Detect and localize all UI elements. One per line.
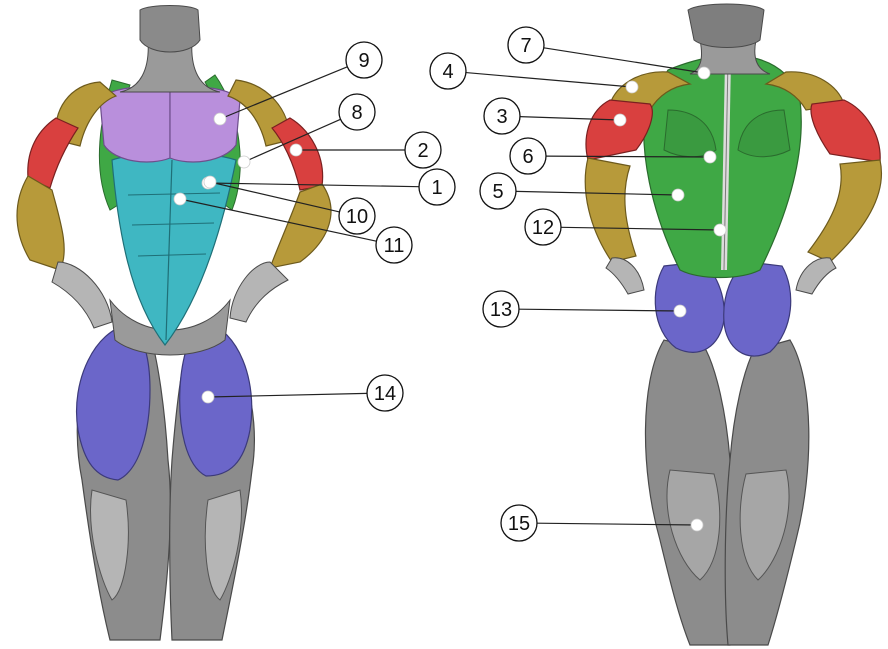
callout-marker-13 <box>674 305 686 317</box>
front-body-figure <box>17 6 331 641</box>
callout-marker-5 <box>672 189 684 201</box>
callout-number-7: 7 <box>520 35 531 57</box>
callout-number-2: 2 <box>417 140 428 162</box>
callout-number-6: 6 <box>522 146 533 168</box>
callout-line-4 <box>466 73 632 87</box>
back-left-hand <box>606 258 644 294</box>
front-head <box>140 6 200 53</box>
callout-marker-8 <box>238 156 250 168</box>
callout-marker-3 <box>614 114 626 126</box>
callout-number-4: 4 <box>442 61 453 83</box>
callout-number-3: 3 <box>496 106 507 128</box>
callout-marker-11 <box>174 193 186 205</box>
front-left-forearm <box>17 176 64 270</box>
callout-marker-2 <box>290 144 302 156</box>
back-right-forearm <box>808 160 881 262</box>
callout-number-1: 1 <box>431 177 442 199</box>
callout-number-12: 12 <box>532 217 554 239</box>
callout-line-7 <box>544 48 704 73</box>
callout-number-15: 15 <box>508 513 530 535</box>
back-right-hand <box>796 258 836 294</box>
back-left-forearm <box>585 158 636 262</box>
callout-marker-10 <box>204 176 216 188</box>
callout-number-11: 11 <box>384 235 405 257</box>
callout-number-5: 5 <box>492 181 503 203</box>
back-head <box>688 4 764 48</box>
callout-number-13: 13 <box>490 299 512 321</box>
front-right-hand <box>230 262 288 322</box>
callout-marker-4 <box>626 81 638 93</box>
front-left-hand <box>52 262 112 328</box>
back-right-tricep <box>811 100 880 162</box>
front-right-forearm <box>270 184 331 268</box>
callout-number-10: 10 <box>346 206 368 228</box>
callout-marker-7 <box>698 67 710 79</box>
callout-number-9: 9 <box>358 50 369 72</box>
callout-marker-9 <box>214 113 226 125</box>
callout-marker-6 <box>704 151 716 163</box>
callout-marker-12 <box>714 224 726 236</box>
front-left-bicep <box>28 118 78 188</box>
callout-marker-15 <box>691 519 703 531</box>
back-body-figure <box>585 4 881 645</box>
callout-number-8: 8 <box>351 102 362 124</box>
back-left-tricep <box>586 100 652 160</box>
callout-number-14: 14 <box>374 383 396 405</box>
front-right-pectoral <box>170 87 240 162</box>
callout-marker-14 <box>202 391 214 403</box>
front-right-calf <box>205 490 241 600</box>
